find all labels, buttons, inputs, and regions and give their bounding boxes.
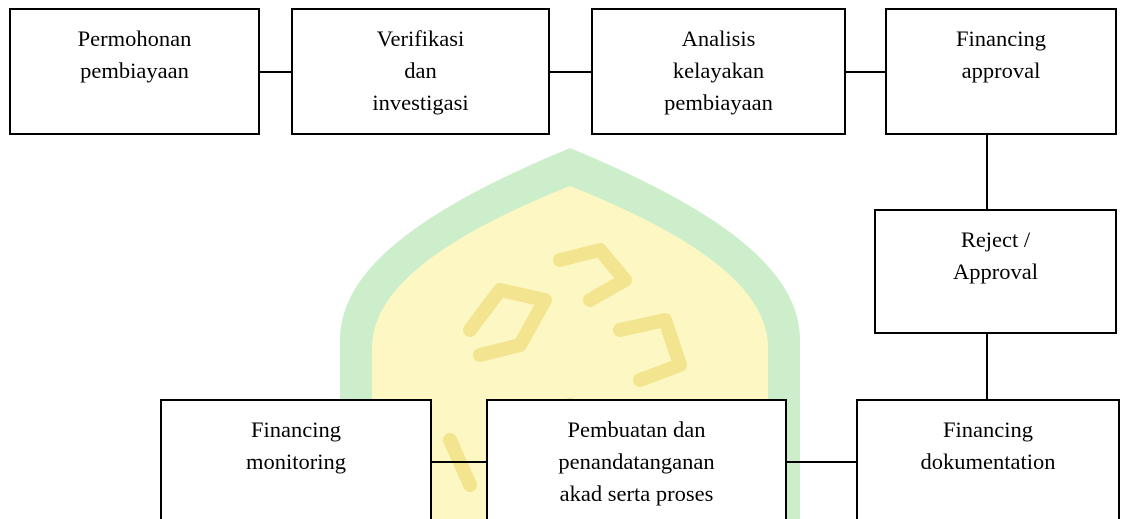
node-reject-approval: Reject / Approval (874, 209, 1117, 334)
node-label-line: investigasi (372, 90, 469, 115)
node-label-line: Financing (251, 417, 341, 442)
node-analisis-kelayakan: Analisis kelayakan pembiayaan (591, 8, 846, 135)
node-financing-approval: Financing approval (885, 8, 1117, 135)
node-label-line: monitoring (246, 449, 346, 474)
node-label-line: akad serta proses (559, 481, 714, 506)
node-label-line: Approval (953, 259, 1038, 284)
node-verifikasi-investigasi: Verifikasi dan investigasi (291, 8, 550, 135)
node-label-line: Pembuatan dan (567, 417, 706, 442)
node-label-line: Reject / (960, 227, 1031, 252)
node-permohonan-pembiayaan: Permohonan pembiayaan (9, 8, 260, 135)
node-label-line: dan (404, 58, 437, 83)
node-label-line: pembiayaan (664, 90, 773, 115)
node-label-line: Analisis (681, 26, 756, 51)
node-financing-dokumentation: Financing dokumentation (856, 399, 1120, 519)
node-label-line: approval (961, 58, 1041, 83)
node-label-line: Verifikasi (376, 26, 465, 51)
node-pembuatan-akad: Pembuatan dan penandatanganan akad serta… (486, 399, 787, 519)
node-financing-monitoring: Financing monitoring (160, 399, 432, 519)
node-label-line: Permohonan (77, 26, 192, 51)
node-label-line: Financing (943, 417, 1033, 442)
node-label-line: pembiayaan (80, 58, 189, 83)
node-label-line: Financing (956, 26, 1046, 51)
node-label-line: kelayakan (672, 58, 765, 83)
node-label-line: dokumentation (920, 449, 1056, 474)
node-label-line: penandatanganan (558, 449, 715, 474)
